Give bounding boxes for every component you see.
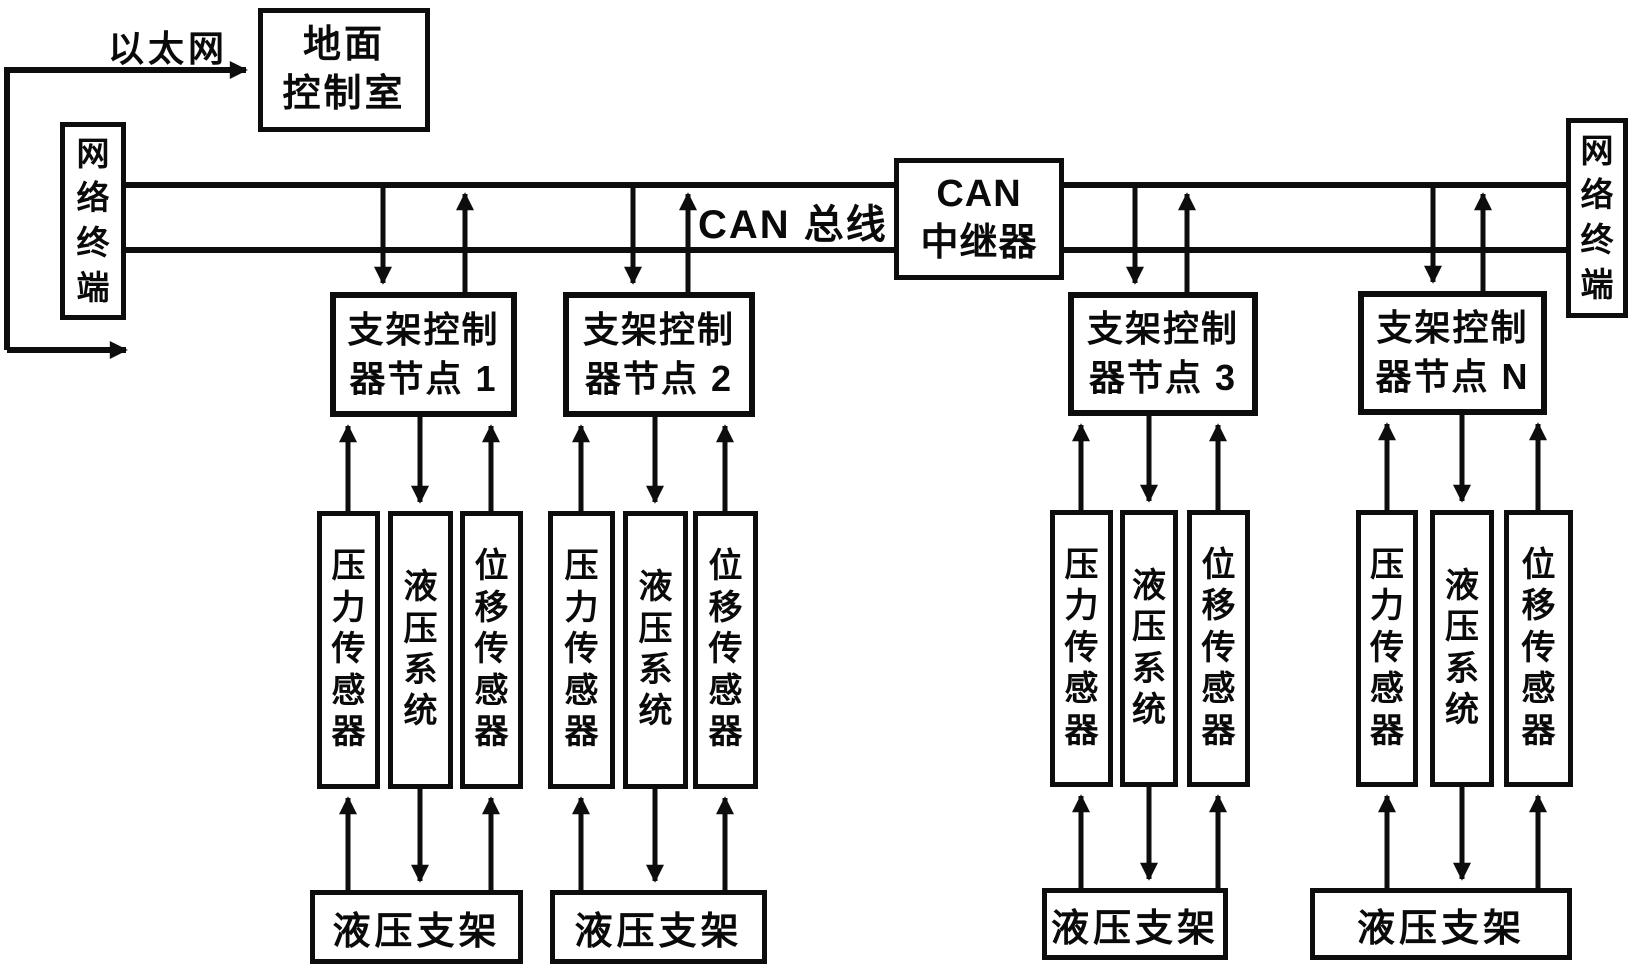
- ground-control-room-line2: 控制室: [282, 73, 406, 115]
- hydraulic-support-box-1: 液压支架: [310, 890, 523, 964]
- hydraulic-system-label: 液压系统: [403, 568, 438, 731]
- hydraulic-support-box-4: 液压支架: [1310, 888, 1572, 960]
- hydraulic-system-label: 液压系统: [1132, 566, 1166, 729]
- network-terminal-left-label: 网络终端: [76, 134, 110, 306]
- hydraulic-system-box-4: 液压系统: [1430, 510, 1494, 787]
- hydraulic-system-label: 液压系统: [638, 568, 673, 731]
- can-repeater-line1: CAN: [936, 172, 1022, 215]
- hydraulic-support-label: 液压支架: [1356, 907, 1525, 950]
- pressure-sensor-label: 压力传感器: [331, 547, 366, 752]
- ground-control-room-box: 地面 控制室: [258, 8, 430, 132]
- can-repeater-box: CAN 中继器: [894, 158, 1064, 280]
- displacement-sensor-label: 位移传感器: [1201, 545, 1236, 750]
- hydraulic-support-label: 液压支架: [1050, 907, 1219, 950]
- node-2-line2: 器节点 2: [584, 357, 734, 399]
- displacement-sensor-box-2: 位移传感器: [693, 511, 758, 789]
- pressure-sensor-box-3: 压力传感器: [1050, 510, 1113, 787]
- pressure-sensor-box-2: 压力传感器: [548, 511, 615, 789]
- ground-control-room-line1: 地面: [302, 23, 385, 66]
- displacement-sensor-label: 位移传感器: [708, 547, 743, 752]
- hydraulic-system-box-1: 液压系统: [388, 511, 453, 789]
- hydraulic-support-box-2: 液压支架: [550, 890, 767, 964]
- node-3-line1: 支架控制: [1086, 308, 1239, 350]
- hydraulic-support-box-3: 液压支架: [1042, 888, 1228, 960]
- support-controller-node-N-box: 支架控制 器节点 N: [1358, 291, 1547, 415]
- node-N-line2: 器节点 N: [1375, 356, 1530, 397]
- ethernet-label: 以太网: [108, 28, 229, 69]
- support-controller-node-1-box: 支架控制 器节点 1: [330, 292, 517, 417]
- pressure-sensor-label: 压力传感器: [1370, 545, 1404, 750]
- displacement-sensor-box-1: 位移传感器: [460, 511, 523, 789]
- can-repeater-line2: 中继器: [920, 222, 1038, 264]
- displacement-sensor-box-3: 位移传感器: [1187, 510, 1250, 787]
- hydraulic-system-box-3: 液压系统: [1120, 510, 1178, 787]
- displacement-sensor-box-4: 位移传感器: [1504, 510, 1573, 787]
- node-2-line1: 支架控制: [582, 308, 735, 350]
- network-terminal-right-box: 网络终端: [1566, 118, 1628, 318]
- hydraulic-system-label: 液压系统: [1445, 566, 1479, 729]
- pressure-sensor-label: 压力传感器: [1064, 545, 1099, 750]
- pressure-sensor-label: 压力传感器: [564, 547, 599, 752]
- network-terminal-right-label: 网络终端: [1580, 131, 1614, 303]
- pressure-sensor-box-4: 压力传感器: [1356, 510, 1418, 787]
- node-N-line1: 支架控制: [1376, 307, 1529, 349]
- support-controller-node-3-box: 支架控制 器节点 3: [1068, 292, 1258, 416]
- hydraulic-support-label: 液压支架: [574, 910, 743, 953]
- node-1-line2: 器节点 1: [349, 357, 498, 399]
- node-1-line1: 支架控制: [347, 308, 500, 350]
- hydraulic-system-box-2: 液压系统: [623, 511, 688, 789]
- pressure-sensor-box-1: 压力传感器: [317, 511, 380, 789]
- hydraulic-support-label: 液压支架: [332, 910, 501, 953]
- can-bus-label: CAN 总线: [698, 203, 888, 247]
- support-controller-node-2-box: 支架控制 器节点 2: [563, 292, 755, 417]
- node-3-line2: 器节点 3: [1088, 357, 1238, 398]
- network-terminal-left-box: 网络终端: [60, 122, 126, 320]
- displacement-sensor-label: 位移传感器: [474, 547, 509, 752]
- displacement-sensor-label: 位移传感器: [1521, 545, 1556, 750]
